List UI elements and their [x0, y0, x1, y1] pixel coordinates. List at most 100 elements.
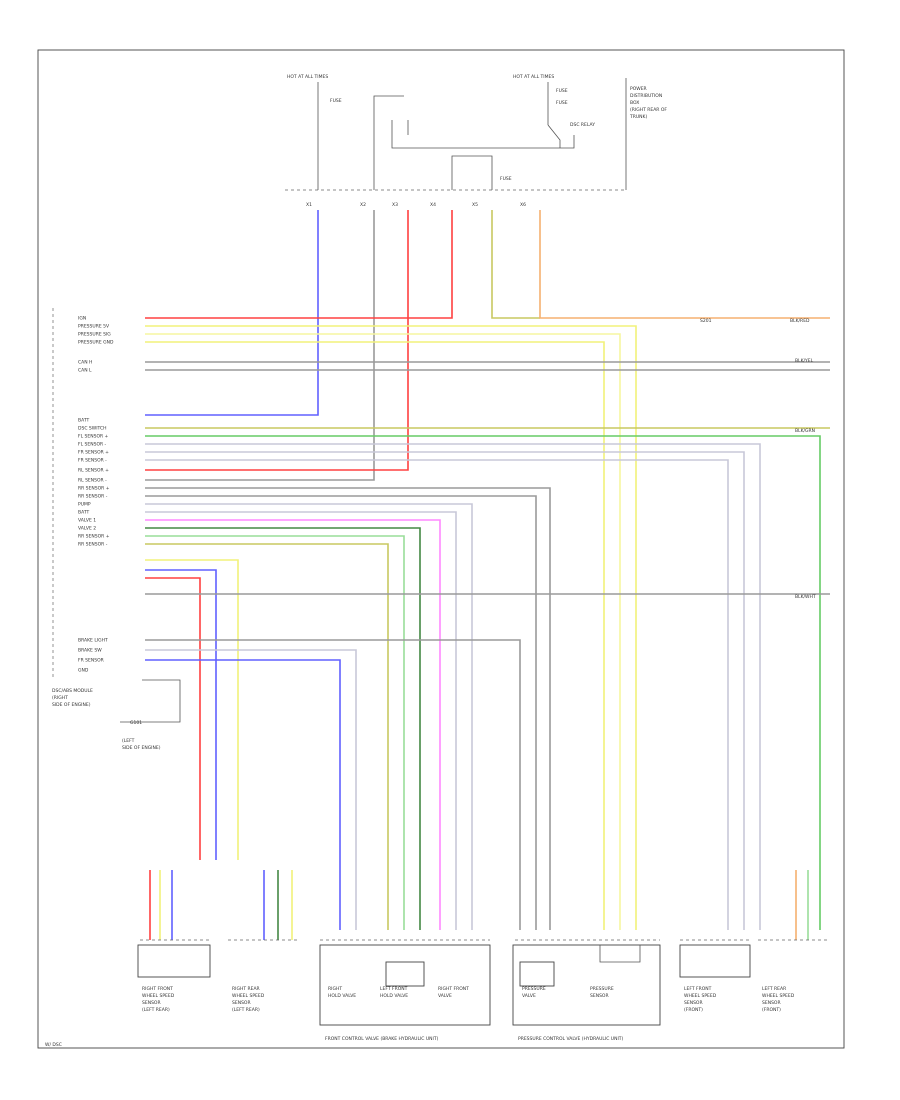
pin-x1: X1: [306, 202, 312, 208]
wire-pink: [145, 519, 441, 930]
pin-x5: X5: [472, 202, 478, 208]
box-pressure-group: [512, 944, 661, 1026]
module-name-1: DSC/ABS MODULE: [52, 688, 93, 694]
right-label-4: BLK/WHT: [795, 594, 816, 600]
pin-label: RR SENSOR +: [78, 486, 110, 492]
module-note-2: DISTRIBUTION: [630, 93, 662, 99]
pin-label: PRESSURE 5V: [78, 324, 110, 330]
pin-label: VALVE 2: [78, 526, 96, 532]
component-label: HOLD VALVE: [380, 993, 408, 999]
component-label: RIGHT: [328, 986, 342, 992]
component-label: (FRONT): [684, 1007, 703, 1013]
pin-label: CAN H: [78, 360, 92, 366]
module-name-3: SIDE OF ENGINE): [52, 702, 91, 708]
component-label: SENSOR: [590, 993, 609, 999]
wire-yellow-rr: [145, 559, 239, 860]
ground-label: G101: [130, 720, 142, 726]
right-label-3: BLK/GRN: [795, 428, 815, 434]
component-label: RIGHT REAR: [232, 986, 260, 992]
pin-label: DSC SWITCH: [78, 426, 107, 432]
component-label: WHEEL SPEED: [232, 993, 265, 999]
wire-red-rr: [145, 577, 201, 860]
module-name-2: (RIGHT: [52, 695, 68, 701]
pin-label: PUMP: [78, 502, 91, 508]
pin-label: PRESSURE SIG: [78, 332, 111, 338]
right-label-1: BLK/RED: [790, 318, 810, 324]
wire-blue-rr: [145, 569, 217, 860]
component-label: PRESSURE: [522, 986, 546, 992]
fuse-label-left: FUSE: [330, 98, 342, 104]
wire-gray-fl1: [145, 443, 761, 930]
pin-label: FR SENSOR +: [78, 450, 109, 456]
pin-x2: X2: [360, 202, 366, 208]
dsc-module: DSC/ABS MODULE (RIGHT SIDE OF ENGINE) G1…: [52, 308, 181, 751]
ground-note-2: SIDE OF ENGINE): [122, 745, 161, 751]
group-label-front: FRONT CONTROL VALVE (BRAKE HYDRAULIC UNI…: [325, 1036, 439, 1042]
pin-label: CAN L: [78, 368, 92, 374]
component-label: WHEEL SPEED: [684, 993, 717, 999]
footer-label: W/ DSC: [45, 1042, 62, 1048]
wire-gray-fl2: [145, 451, 745, 930]
power-section: HOT AT ALL TIMES FUSE HOT AT ALL TIMES F…: [285, 74, 667, 191]
module-note-4: (RIGHT REAR OF: [630, 107, 667, 113]
power-label-left: HOT AT ALL TIMES: [287, 74, 328, 80]
splice-label: S201: [700, 318, 712, 324]
component-label: RIGHT FRONT: [142, 986, 173, 992]
component-label: VALVE: [438, 993, 452, 999]
component-label: WHEEL SPEED: [762, 993, 795, 999]
wire-gray-brake2: [145, 649, 357, 930]
component-label: HOLD VALVE: [328, 993, 356, 999]
pin-label: IGN: [78, 316, 86, 322]
wire-orange-top: [539, 210, 830, 319]
pin-label: RL SENSOR +: [78, 468, 109, 474]
module-note-1: POWER: [630, 86, 647, 92]
pin-x6: X6: [520, 202, 526, 208]
pin-label: RR SENSOR -: [78, 542, 108, 548]
pin-label: FL SENSOR -: [78, 442, 107, 448]
wire-lightgreen: [145, 535, 405, 930]
wires: [145, 210, 830, 940]
component-label: LEFT FRONT: [380, 986, 408, 992]
wire-green-dsc: [145, 435, 821, 930]
diagram-frame: [37, 49, 845, 1049]
pin-label: RR SENSOR -: [78, 494, 108, 500]
wire-gray-top: [145, 210, 375, 481]
fuse-label-right-1: FUSE: [556, 88, 568, 94]
pin-label: RL SENSOR -: [78, 478, 107, 484]
module-note-3: BOX: [630, 100, 639, 106]
component-label: LEFT FRONT: [684, 986, 712, 992]
component-label: LEFT REAR: [762, 986, 786, 992]
wire-blue-fr: [145, 659, 341, 930]
pin-label: VALVE 1: [78, 518, 96, 524]
component-label: SENSOR: [762, 1000, 781, 1006]
wire-gray-rr1: [145, 503, 473, 930]
pin-label: FL SENSOR +: [78, 434, 109, 440]
fuse-top: FUSE: [500, 176, 512, 182]
wire-gray-brake: [145, 639, 521, 930]
pin-x3: X3: [392, 202, 398, 208]
box-lf-valve: [385, 961, 425, 987]
top-connector: X1 X2 X3 X4 X5 X6: [306, 202, 526, 208]
box-pressure-valve: [519, 961, 555, 987]
component-label: SENSOR: [232, 1000, 251, 1006]
wire-olive-valve: [145, 543, 389, 930]
component-label: (FRONT): [762, 1007, 781, 1013]
relay-label: DSC RELAY: [570, 122, 595, 128]
component-label: WHEEL SPEED: [142, 993, 175, 999]
wire-yellow-1: [145, 325, 637, 930]
wire-gray-rl2: [145, 495, 537, 930]
pin-label: FR SENSOR: [78, 658, 104, 664]
box-lf-sensor: [679, 944, 751, 978]
wire-yellow-2: [145, 333, 621, 930]
right-label-2: BLK/YEL: [795, 358, 814, 364]
component-label: (LEFT REAR): [232, 1007, 260, 1013]
component-label: SENSOR: [142, 1000, 161, 1006]
wire-gray-fr1: [145, 459, 729, 930]
wire-red-ign: [145, 210, 453, 319]
splices: S201 BLK/RED BLK/YEL BLK/GRN BLK/WHT: [700, 318, 816, 600]
module-note-5: TRUNK): [629, 114, 647, 120]
component-label: RIGHT FRONT: [438, 986, 469, 992]
